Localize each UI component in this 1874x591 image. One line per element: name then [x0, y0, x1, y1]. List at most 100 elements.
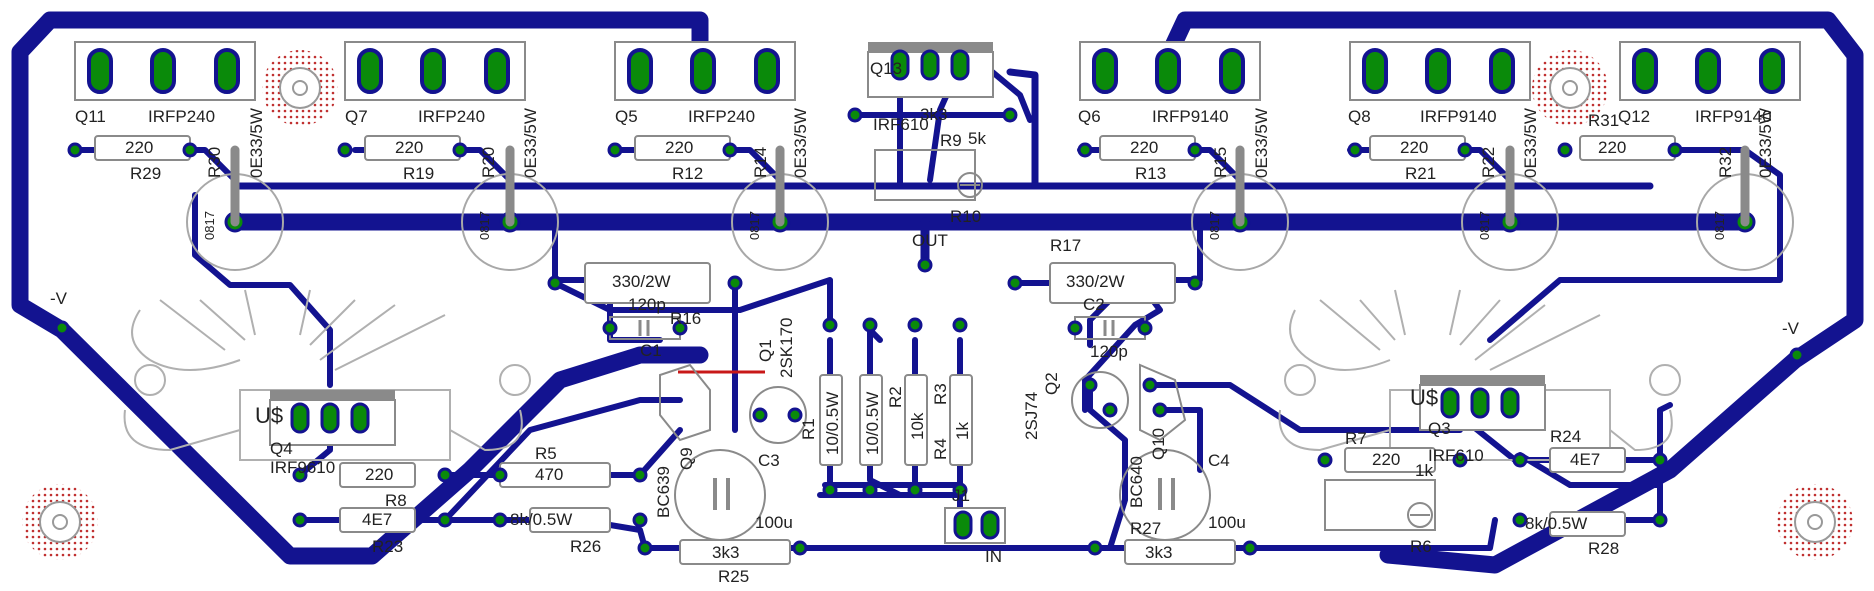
pad	[907, 482, 923, 498]
to247-package-2	[344, 41, 526, 101]
mount-hole-top-right	[1532, 50, 1608, 126]
pad	[862, 317, 878, 333]
to247-package-5	[1349, 41, 1531, 101]
pad	[437, 512, 453, 528]
r27-ref: R27	[1130, 519, 1162, 538]
q13-part: IRF610	[873, 115, 929, 134]
q3-part: IRF610	[1428, 446, 1484, 465]
electrolytic-caps	[674, 449, 1211, 541]
to247-pad	[87, 48, 113, 94]
to247-pad	[627, 48, 653, 94]
r15-ref: R15	[1211, 146, 1230, 178]
q1-part: 2SK170	[777, 317, 796, 379]
c4-ref: C4	[1208, 451, 1230, 470]
pad	[1512, 452, 1528, 468]
r27-value: 3k3	[1145, 543, 1173, 562]
vertical-resistors	[819, 374, 973, 466]
to247-pad	[754, 48, 780, 94]
c1-value: 120p	[628, 295, 666, 314]
r31-value: 220	[1598, 138, 1627, 157]
r20-ref: R20	[479, 146, 498, 178]
r1-ref: R1	[799, 418, 818, 440]
r1-value: 10/0.5W	[823, 391, 842, 455]
pad	[907, 317, 923, 333]
copper-tracks	[11, 11, 1864, 574]
horizontal-resistors	[94, 135, 1676, 565]
component-pads	[54, 49, 1805, 556]
pad	[637, 540, 653, 556]
r25-value: 3k3	[712, 543, 740, 562]
to247-package-4	[1079, 41, 1261, 101]
right-supply-rail	[1155, 11, 1864, 574]
pad	[722, 142, 738, 158]
pad	[607, 142, 623, 158]
r19-ref: R19	[403, 164, 435, 183]
to247-pad	[1695, 48, 1721, 94]
r21-ref: R21	[1405, 164, 1437, 183]
r6-ref: R6	[1410, 537, 1432, 556]
to220-pad	[320, 402, 340, 434]
pad	[1187, 142, 1203, 158]
pad	[1077, 142, 1093, 158]
pad	[547, 275, 563, 291]
pad	[1512, 512, 1528, 528]
r4-ref: R4	[931, 438, 950, 460]
pad	[1457, 142, 1473, 158]
to247-pad	[357, 48, 383, 94]
r23-ref: R23	[372, 537, 404, 556]
pad	[1142, 377, 1158, 393]
to247-pad	[690, 48, 716, 94]
q4-part: IRF9610	[270, 458, 336, 477]
r8-ref: R8	[385, 491, 407, 510]
pad	[792, 540, 808, 556]
pad	[54, 320, 70, 336]
pad	[492, 467, 508, 483]
to220-pad	[1440, 387, 1460, 419]
r28-ref: R28	[1588, 539, 1620, 558]
source-resistor-bodies	[230, 145, 1750, 227]
r30-value: 0E33/5W	[247, 108, 266, 178]
pad	[182, 142, 198, 158]
pad	[1002, 107, 1018, 123]
pad	[1102, 402, 1118, 418]
q10-ref: Q10	[1149, 427, 1168, 460]
to247-pad	[150, 48, 176, 94]
r9-ref: R9	[940, 131, 962, 150]
to247-package-1	[74, 41, 256, 101]
q6-part: IRFP9140	[1152, 107, 1229, 126]
r10-ref: R10	[950, 207, 982, 226]
us-left: U$	[255, 403, 284, 428]
r5-value: 470	[535, 465, 564, 484]
q12-part: IRFP9140	[1695, 107, 1772, 126]
to220-pad	[290, 402, 310, 434]
mount-hole-top-left	[262, 50, 338, 126]
r19-value: 220	[395, 138, 424, 157]
j1-ref: J1	[952, 486, 970, 505]
in-label: IN	[985, 547, 1002, 566]
pad	[1137, 320, 1153, 336]
mount-code-5: 0817	[1477, 211, 1492, 240]
pad	[727, 275, 743, 291]
small-transistor-outlines	[659, 363, 1187, 444]
mount-code-4: 0817	[1207, 211, 1222, 240]
pad	[1789, 347, 1805, 363]
q10-part: BC640	[1127, 456, 1146, 508]
to220-pad	[920, 49, 940, 81]
pad	[952, 317, 968, 333]
c3-ref: C3	[758, 451, 780, 470]
r31-ref: R31	[1588, 111, 1620, 130]
r9-value: 5k	[968, 129, 986, 148]
r12-ref: R12	[672, 164, 704, 183]
pad	[1452, 452, 1468, 468]
r2-ref: R2	[886, 386, 905, 408]
r14-value: 0E33/5W	[791, 108, 810, 178]
to247-pad	[1092, 48, 1118, 94]
pad	[67, 142, 83, 158]
mount-code-1: 0817	[202, 211, 217, 240]
mount-code-2: 0817	[477, 211, 492, 240]
pad	[752, 407, 768, 423]
q7-ref: Q7	[345, 107, 368, 126]
q9-part: BC639	[654, 466, 673, 518]
r12-value: 220	[665, 138, 694, 157]
r15-value: 0E33/5W	[1252, 108, 1271, 178]
